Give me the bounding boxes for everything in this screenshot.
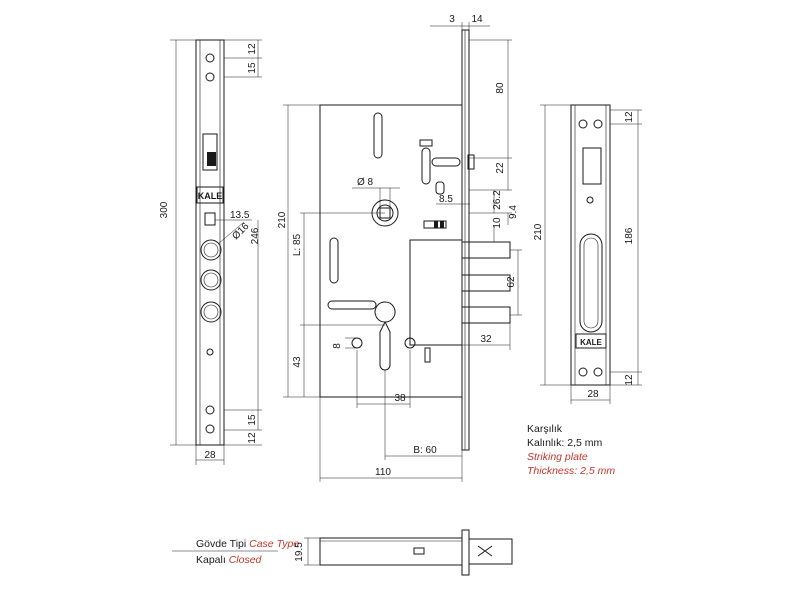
faceplate-dim-bottom-15: 15 [247,414,258,426]
body-dim-l85: L: 85 [292,233,303,256]
body-dim-110: 110 [375,467,391,478]
case-type-label: Gövde Tipi Case Type [196,538,299,550]
body-dim-62: 62 [506,276,517,288]
faceplate-view: KALE 300 28 12 15 13.5 246 Ø16 [159,39,262,465]
slot [329,237,339,284]
note-karsilik: Karşılık [527,423,563,435]
strike-height-dim: 210 [533,223,544,240]
bolt-hole [200,301,222,323]
section-bolt [468,538,513,565]
note-thickness: Thickness: 2,5 mm [527,465,615,477]
strike-screw-hole [578,119,588,129]
section-depth-dim: 19.5 [294,542,305,562]
latch [467,154,475,170]
bolt [461,274,511,292]
strike-plate-view: KALE 210 28 12 186 12 [533,104,642,404]
case-section-outline [319,537,463,566]
strike-plate-outline [570,104,611,386]
faceplate-dim-top-15: 15 [247,62,258,74]
faceplate-dim-246: 246 [250,227,261,244]
faceplate-dim-13-5: 13.5 [230,210,250,221]
latch-opening [202,133,218,171]
strike-dim-bottom-12: 12 [624,374,635,386]
body-dim-8-5: 8.5 [439,194,453,205]
body-dim-26-2: 26.2 [492,190,503,210]
strike-screw-hole [586,196,594,204]
bolt-hole [200,239,222,261]
strike-screw-hole [578,367,588,377]
slot [421,147,431,185]
strike-dim-186: 186 [624,227,635,244]
screw-hole [206,348,214,356]
body-dim-8: 8 [332,343,343,349]
cylinder-screw-hole [404,337,416,349]
cylinder-screw-hole [351,337,363,349]
section-forend [461,529,470,576]
body-dim-10: 10 [492,217,503,229]
faceplate-height-dim: 300 [159,201,170,218]
screw-hole [205,72,215,82]
section-latch-mark [477,545,493,557]
body-dim-14: 14 [471,14,483,25]
lock-case-outline [319,104,463,398]
strike-kale-logo [575,333,607,349]
body-dim-43: 43 [292,356,303,368]
section-notch [413,547,425,555]
bolt-chamber [409,239,463,346]
body-dim-3: 3 [449,14,455,25]
body-dim-22: 22 [495,162,506,174]
slot [431,157,461,167]
note-striking-plate: Striking plate [527,451,588,463]
strike-screw-hole [593,119,603,129]
cylinder-cutout [374,301,396,371]
small-slot [424,347,431,363]
note-kalinlik: Kalınlık: 2,5 mm [527,437,603,449]
strike-screw-hole [593,367,603,377]
faceplate-dim-top-12: 12 [247,43,258,55]
slot [435,181,445,195]
body-dim-80: 80 [495,82,506,94]
screw-hole [205,424,215,434]
strike-dim-top-12: 12 [624,111,635,123]
case-section-view: Gövde Tipi Case Type Kapalı Closed 19.5 [172,529,513,576]
spindle-diameter-label: Ø 8 [357,177,374,188]
strike-width-dim: 28 [587,389,599,400]
case-closed-label: Kapalı Closed [196,554,263,566]
slot [327,300,377,310]
faceplate-outline [195,39,225,446]
strike-logo-text: KALE [580,338,602,347]
body-dim-b60: B: 60 [413,445,437,456]
body-dim-32: 32 [480,334,492,345]
screw-hole [205,405,215,415]
faceplate-hole-diameter: Ø16 [230,221,251,242]
latch-stop [419,139,433,147]
body-dim-210: 210 [277,211,288,228]
screw-hole [205,53,215,63]
slot [373,112,383,159]
forend-plate [461,29,470,451]
faceplate-dim-bottom-12: 12 [247,432,258,444]
body-dim-38: 38 [394,393,406,404]
kale-logo [196,186,224,204]
strike-plate-notes: Karşılık Kalınlık: 2,5 mm Striking plate… [527,423,615,477]
dead-latch-opening [204,212,216,226]
faceplate-logo-text: KALE [198,191,223,201]
latch-keeper [582,147,602,185]
lock-body-view: Ø 8 3 14 80 22 26.2 [277,14,522,482]
body-dim-9-4: 9.4 [508,205,519,219]
bolt-keeper [579,233,603,333]
bolt-hole [200,269,222,291]
faceplate-width-dim: 28 [204,450,216,461]
